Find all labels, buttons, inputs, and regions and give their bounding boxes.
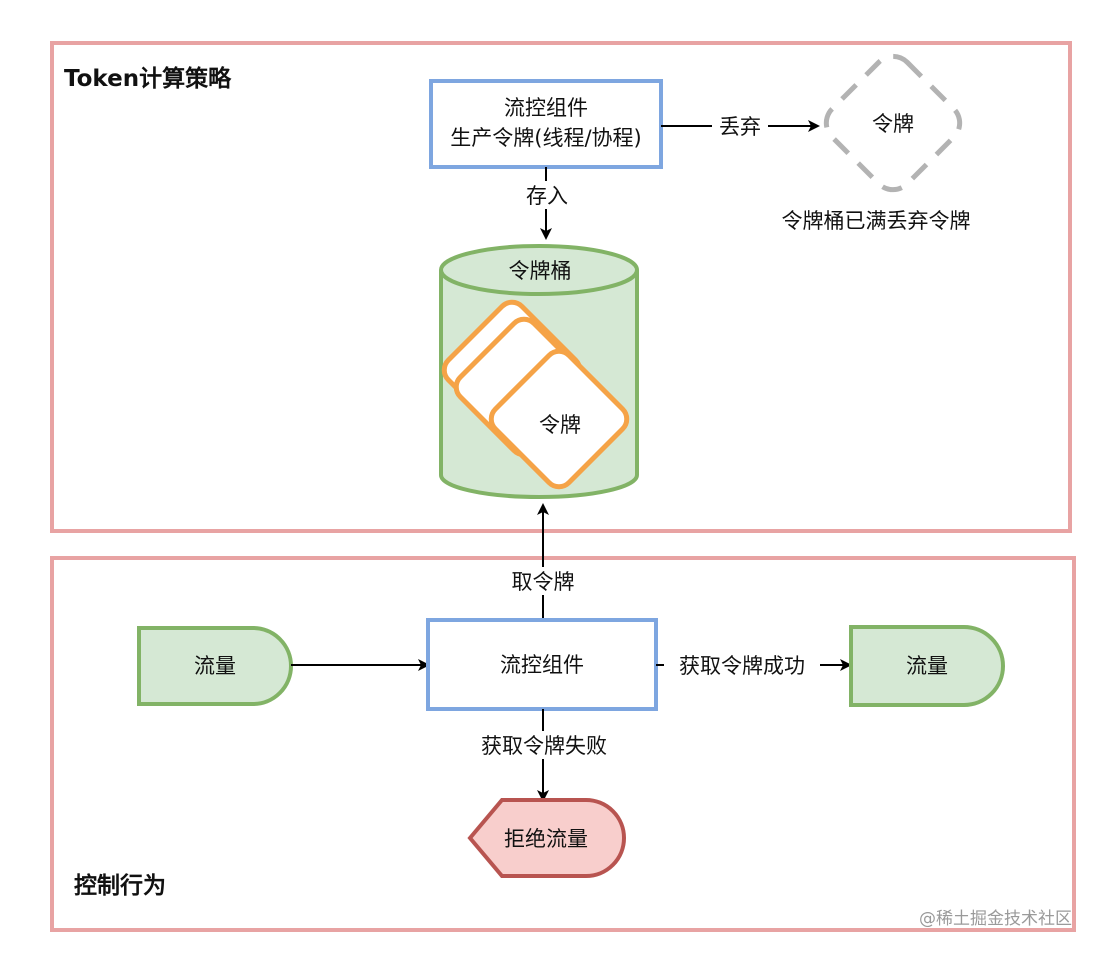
- bucket-full-note: 令牌桶已满丢弃令牌: [782, 209, 971, 233]
- fail-label-bg: [466, 731, 622, 759]
- producer-box: [429, 79, 663, 169]
- traffic-out-shape: [849, 625, 1005, 707]
- bucket-label: 令牌桶: [509, 259, 572, 283]
- take-label: 取令牌: [512, 570, 575, 594]
- bucket-top: [439, 244, 639, 296]
- discarded-token-label: 令牌: [872, 112, 914, 136]
- discard-label-bg: [712, 113, 768, 139]
- watermark: @稀土掘金技术社区: [919, 909, 1072, 929]
- traffic-out-label: 流量: [906, 654, 948, 678]
- producer-line1: 流控组件: [504, 96, 588, 120]
- section-control-behavior: [50, 556, 1076, 932]
- flow-control-box: [426, 618, 658, 711]
- take-label-bg: [504, 567, 582, 595]
- reject-shape: [467, 798, 626, 878]
- discard-label: 丢弃: [719, 115, 761, 139]
- section-title-token-strategy: Token计算策略: [64, 65, 232, 92]
- producer-line2: 生产令牌(线程/协程): [450, 126, 641, 150]
- token-stack: [441, 299, 630, 490]
- token-front: [488, 348, 630, 490]
- flow-control-label: 流控组件: [500, 653, 584, 677]
- success-label-bg: [664, 651, 820, 679]
- reject-label: 拒绝流量: [504, 827, 588, 851]
- section-title-control-behavior: 控制行为: [74, 872, 166, 899]
- traffic-in-shape: [137, 626, 293, 706]
- store-label: 存入: [526, 184, 568, 208]
- fail-label: 获取令牌失败: [481, 734, 607, 758]
- success-label: 获取令牌成功: [679, 654, 805, 678]
- traffic-in-label: 流量: [194, 654, 236, 678]
- discarded-token-shape: [823, 53, 963, 193]
- store-label-bg: [520, 181, 574, 209]
- section-token-strategy: [50, 41, 1072, 533]
- token-label: 令牌: [539, 413, 581, 437]
